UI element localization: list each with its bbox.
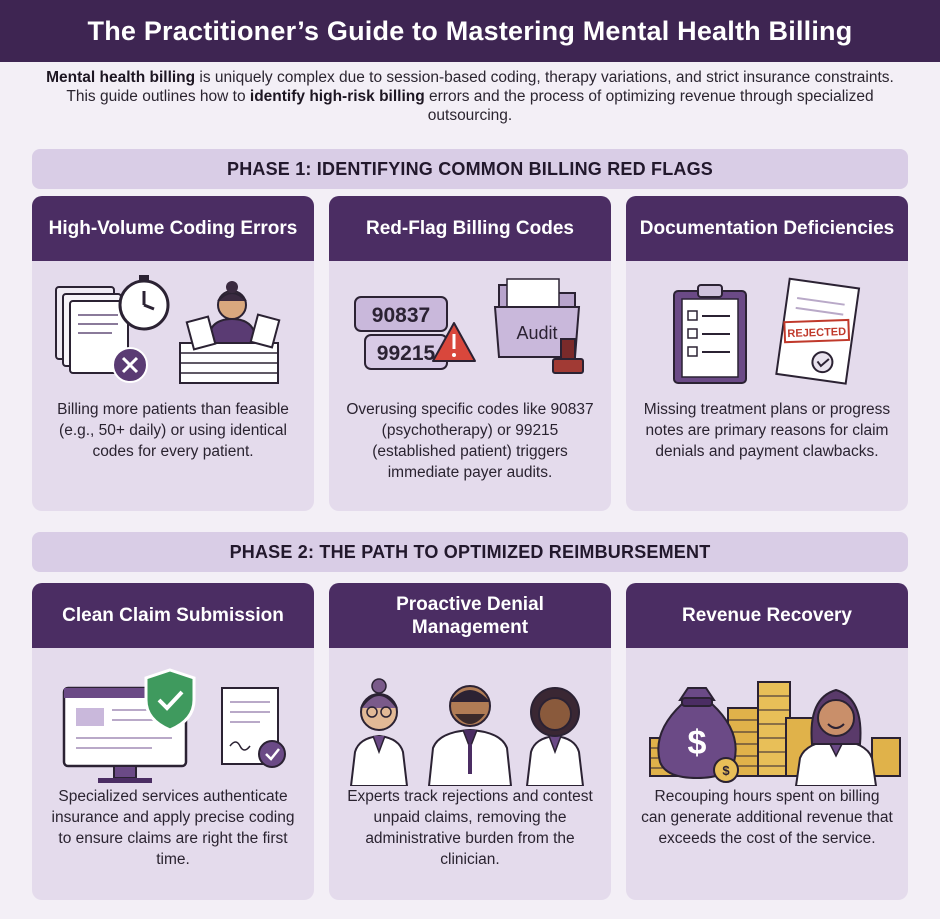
page-title: The Practitioner’s Guide to Mastering Me…	[0, 0, 940, 62]
money-bag-icon: $ $	[657, 687, 739, 783]
stamp-icon	[552, 338, 584, 374]
stopwatch-icon	[118, 275, 170, 331]
doctor-icon	[349, 678, 409, 786]
stacked-papers-icon	[55, 286, 129, 374]
doctor-icon	[427, 685, 513, 786]
phase-1-header: PHASE 1: IDENTIFYING COMMON BILLING RED …	[32, 149, 908, 189]
certificate-icon	[221, 687, 286, 768]
intro-bold-3: identify high-risk billing	[249, 88, 425, 105]
dollar-sign-icon: $	[688, 724, 707, 762]
intro-paragraph: Mental health billing is uniquely comple…	[30, 68, 910, 125]
card-illustration: $ $	[626, 648, 908, 786]
card-revenue-recovery: Revenue Recovery	[626, 583, 908, 900]
x-circle-icon	[112, 347, 148, 383]
card-description: Experts track rejections and contest unp…	[347, 788, 593, 868]
folder-icon: Audit	[493, 278, 581, 358]
card-title: Clean Claim Submission	[32, 583, 314, 648]
card-description: Billing more patients than feasible (e.g…	[57, 401, 289, 460]
card-illustration: 90837 99215 Audit	[329, 261, 611, 399]
intro-text-4: errors and the process of optimizing rev…	[424, 88, 874, 124]
card-title: High-Volume Coding Errors	[32, 196, 314, 261]
card-illustration	[32, 261, 314, 399]
card-illustration: REJECTED	[626, 261, 908, 399]
card-title: Red-Flag Billing Codes	[329, 196, 611, 261]
clipboard-icon	[673, 284, 747, 384]
card-illustration	[32, 648, 314, 786]
card-proactive-denial-management: Proactive Denial Management	[329, 583, 611, 900]
smiling-person-icon	[794, 688, 878, 786]
card-description: Missing treatment plans or progress note…	[643, 401, 891, 460]
warning-icon	[432, 322, 476, 362]
card-red-flag-billing-codes: Red-Flag Billing Codes 90837 99215 Audit	[329, 196, 611, 511]
card-title: Revenue Recovery	[626, 583, 908, 648]
intro-bold-1: Mental health billing	[46, 69, 196, 86]
card-high-volume-coding-errors: High-Volume Coding Errors	[32, 196, 314, 511]
card-title: Proactive Denial Management	[329, 583, 611, 648]
intro-text-2: is uniquely complex due to session-based…	[66, 69, 894, 105]
rejected-stamp: REJECTED	[787, 326, 846, 340]
stressed-person-icon	[179, 281, 281, 384]
card-documentation-deficiencies: Documentation Deficiencies REJECTED	[626, 196, 908, 511]
card-illustration	[329, 648, 611, 786]
card-title: Documentation Deficiencies	[626, 196, 908, 261]
svg-text:$: $	[722, 763, 730, 778]
phase-2-header: PHASE 2: THE PATH TO OPTIMIZED REIMBURSE…	[32, 532, 908, 572]
code-badge-1	[354, 296, 448, 332]
code-90837: 90837	[372, 304, 430, 327]
shield-check-icon	[144, 668, 196, 732]
card-description: Overusing specific codes like 90837 (psy…	[346, 401, 594, 481]
card-description: Recouping hours spent on billing can gen…	[641, 788, 893, 847]
code-99215: 99215	[377, 342, 436, 365]
card-description: Specialized services authenticate insura…	[51, 788, 295, 868]
doctor-icon	[525, 687, 585, 786]
rejected-document-icon: REJECTED	[775, 277, 861, 385]
audit-label: Audit	[516, 323, 557, 343]
card-clean-claim-submission: Clean Claim Submission	[32, 583, 314, 900]
